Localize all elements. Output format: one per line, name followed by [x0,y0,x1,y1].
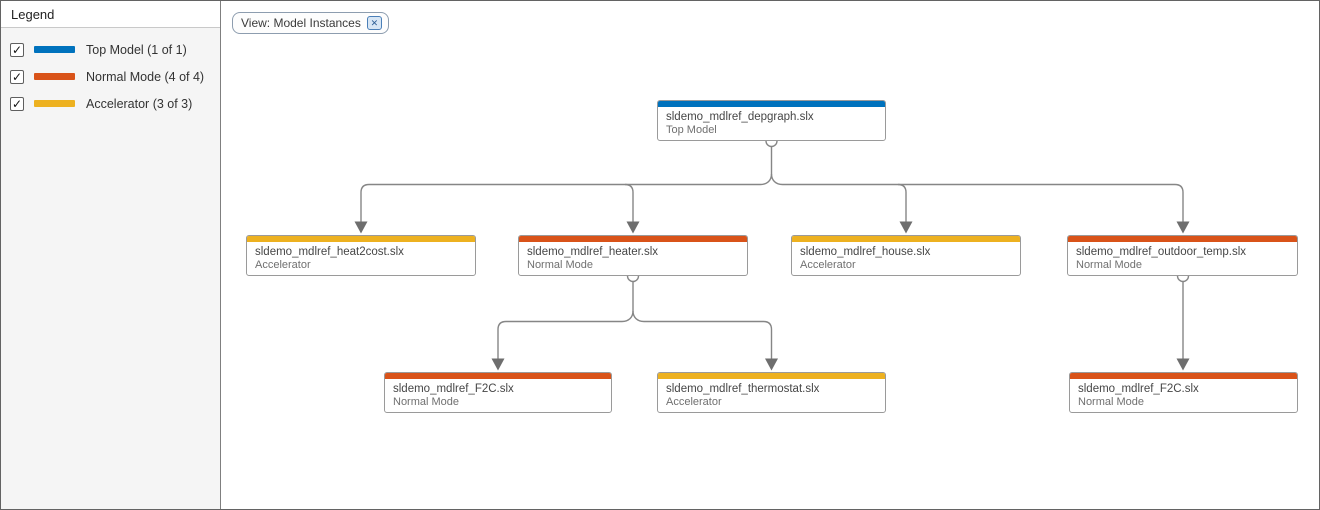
legend-title: Legend [1,1,220,28]
node-file-name: sldemo_mdlref_house.slx [800,246,931,258]
checkmark-icon: ✓ [11,69,23,84]
node-mode-color-bar [247,236,475,242]
node-file-name: sldemo_mdlref_heat2cost.slx [255,246,404,258]
node-mode-label: Normal Mode [527,259,594,271]
legend-checkbox[interactable]: ✓ [10,96,24,111]
checkmark-icon: ✓ [11,42,23,57]
legend-rows: ✓ Top Model (1 of 1) ✓ Normal Mode (4 of… [1,28,220,117]
node-mode-color-bar [1068,236,1297,242]
node-mode-label: Normal Mode [1076,259,1143,271]
node-mode-label: Top Model [666,124,717,136]
node-mode-label: Normal Mode [393,396,460,408]
arrowhead-icon [1176,221,1190,234]
node-mode-color-bar [792,236,1020,242]
legend-item-label: Normal Mode (4 of 4) [86,69,205,84]
view-filter-chip: View: Model Instances ✕ [232,12,389,34]
arrowhead-icon [899,221,913,234]
legend-item-top-model[interactable]: ✓ Top Model (1 of 1) [1,36,220,63]
legend-item-label: Accelerator (3 of 3) [86,96,193,111]
edge-branch [632,310,773,359]
arrowhead-icon [354,221,368,234]
node-file-name: sldemo_mdlref_F2C.slx [393,383,514,395]
arrowhead-icon [765,358,778,371]
node-file-name: sldemo_mdlref_outdoor_temp.slx [1076,246,1247,258]
legend-panel: Legend ✓ Top Model (1 of 1) ✓ Normal Mod… [1,1,221,509]
node-file-name: sldemo_mdlref_F2C.slx [1078,383,1199,395]
arrowhead-icon [1176,358,1190,371]
edge-branch [897,183,907,222]
node-mode-color-bar [658,101,885,107]
chip-label: View: Model Instances [241,16,361,30]
legend-color-bar [34,46,75,53]
legend-checkbox[interactable]: ✓ [10,42,24,57]
chip-close-icon[interactable]: ✕ [366,16,382,30]
node-file-name: sldemo_mdlref_heater.slx [527,246,659,258]
node-mode-label: Accelerator [255,259,311,271]
legend-color-bar [34,100,75,107]
node-file-name: sldemo_mdlref_thermostat.slx [666,383,820,395]
legend-item-accelerator[interactable]: ✓ Accelerator (3 of 3) [1,90,220,117]
node-mode-color-bar [519,236,747,242]
edge-branch [624,183,634,222]
node-mode-color-bar [385,373,611,379]
edge-branch [770,173,1184,222]
checkmark-icon: ✓ [11,96,23,111]
node-mode-label: Accelerator [800,259,856,271]
arrowhead-icon [626,221,640,234]
legend-color-bar [34,73,75,80]
edge-branch [360,173,773,222]
node-file-name: sldemo_mdlref_depgraph.slx [666,111,814,123]
node-mode-color-bar [658,373,885,379]
node-mode-label: Accelerator [666,396,722,408]
legend-item-normal-mode[interactable]: ✓ Normal Mode (4 of 4) [1,63,220,90]
legend-item-label: Top Model (1 of 1) [86,42,187,57]
node-mode-color-bar [1070,373,1297,379]
legend-checkbox[interactable]: ✓ [10,69,24,84]
node-mode-label: Normal Mode [1078,396,1145,408]
arrowhead-icon [491,358,505,371]
edge-branch [497,310,634,359]
edge-arrowheads [354,221,1190,371]
